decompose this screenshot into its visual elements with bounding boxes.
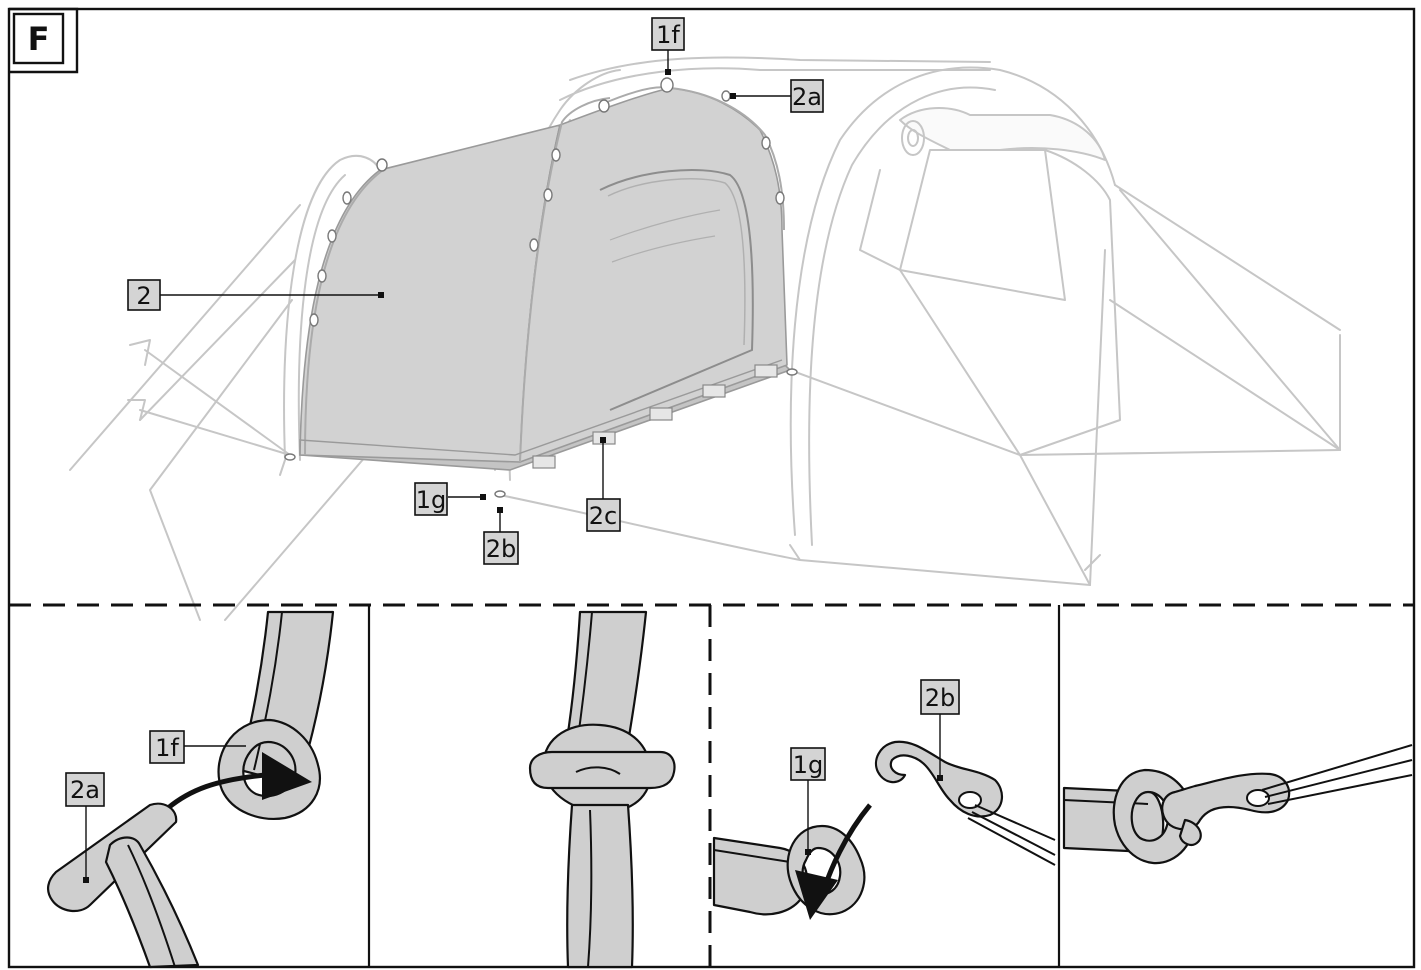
svg-text:1g: 1g <box>416 486 447 514</box>
label-s-hook: 2b <box>483 531 519 565</box>
overview-callouts <box>160 50 791 532</box>
detail-panel-hook-toggle <box>46 610 335 969</box>
detail-panel-hooked-together <box>1062 744 1413 865</box>
label-inner-tent: 2 <box>127 279 161 311</box>
detail1-callouts <box>83 745 246 883</box>
svg-text:2c: 2c <box>589 502 617 530</box>
svg-text:2b: 2b <box>925 684 956 712</box>
label-detail1-toggle: 2a <box>65 772 105 807</box>
label-detail3-ground-hook: 1g <box>790 747 826 781</box>
label-vents: 2c <box>586 498 621 532</box>
label-top-hook: 1f <box>651 17 685 51</box>
svg-text:2: 2 <box>136 282 151 310</box>
svg-text:2a: 2a <box>792 83 822 111</box>
panel-letter-box: F <box>9 7 79 74</box>
label-detail1-hook: 1f <box>149 730 185 764</box>
svg-text:1f: 1f <box>656 21 680 49</box>
outer-tent-ghost <box>69 56 1341 621</box>
svg-text:1f: 1f <box>155 734 179 762</box>
label-detail3-s-hook: 2b <box>920 679 960 715</box>
inner-tent <box>284 77 798 498</box>
panel-letter: F <box>28 20 50 58</box>
detail3-callouts <box>805 714 943 855</box>
detail-panel-ground-hook <box>712 740 1056 920</box>
svg-text:2b: 2b <box>486 535 517 563</box>
svg-text:1g: 1g <box>793 751 824 779</box>
detail-panel-toggle-locked <box>528 610 676 969</box>
svg-text:2a: 2a <box>70 776 100 804</box>
label-ground-hook: 1g <box>414 482 448 516</box>
label-toggle: 2a <box>790 79 824 113</box>
